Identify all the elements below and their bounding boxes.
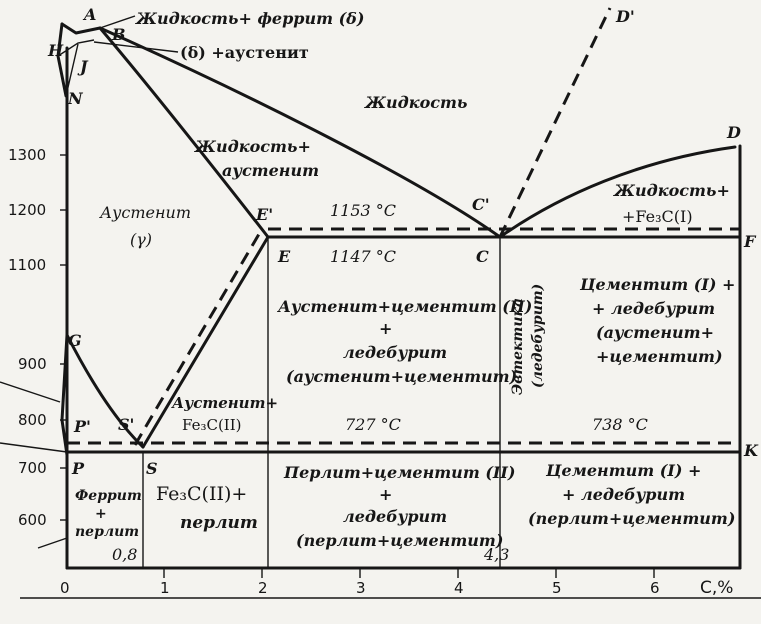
leader-liquid-ferrite (99, 15, 136, 29)
delta-solidus-line (56, 22, 68, 98)
region-aus-cem-led-4: (аустенит+цементит) (286, 367, 517, 386)
region-eutectic-1: Эвтектика (510, 298, 526, 395)
gp-line (60, 333, 69, 457)
region-austenite-2: (γ) (130, 230, 152, 249)
y-tick-label-1100: 1100 (8, 256, 46, 274)
region-aus-fe3c-2: Fe₃C(II) (182, 416, 242, 434)
left-leader-upper (0, 381, 61, 403)
y-tick-label-700: 700 (18, 459, 47, 477)
region-cem1-led-lower-2: + ледебурит (562, 485, 685, 504)
liquidus-cementite-line (498, 145, 737, 239)
point-a: A (82, 5, 96, 24)
liquidus-line (60, 22, 502, 239)
region-labels: Жидкость+ феррит (δ) (δ) +аустенит Жидко… (75, 9, 735, 550)
point-e: E (277, 247, 291, 266)
region-liquid-cementite-2: +Fe₃C(I) (622, 207, 693, 226)
point-k: K (743, 441, 759, 460)
temperature-labels: 1153 °C 1147 °C 727 °C 738 °C (330, 201, 648, 434)
region-aus-fe3c-1: Аустенит+ (171, 394, 278, 412)
point-f: F (743, 232, 757, 251)
region-liquid: Жидкость (364, 93, 467, 112)
region-cem1-led-upper-2: + ледебурит (592, 299, 715, 318)
leader-delta-austenite (93, 41, 179, 53)
temp-727: 727 °C (345, 415, 401, 434)
region-cem1-led-upper-3: (аустенит+ (596, 323, 714, 342)
region-ferrite-pearlite-2: + (95, 506, 107, 522)
region-liquid-austenite-2: аустенит (222, 161, 319, 180)
point-g: G (68, 331, 82, 350)
x-tick-label-1: 1 (160, 579, 170, 597)
point-d: D (726, 123, 741, 142)
region-aus-cem-led-3: ледебурит (343, 343, 447, 362)
y-tick-label-600: 600 (18, 511, 47, 529)
region-liquid-ferrite: Жидкость+ феррит (δ) (135, 9, 364, 28)
axis-labels: 1300 1200 1100 900 800 700 600 0 1 2 3 4… (8, 146, 733, 598)
region-pearlite-cem-led-4: (перлит+цементит) (296, 531, 503, 550)
region-pearlite-cem-led-2: + (379, 485, 392, 504)
region-aus-cem-led-1: Аустенит+цементит (II) (277, 297, 532, 316)
composition-0-8-label: 0,8 (112, 545, 137, 564)
es-graphite-dashed-line (133, 228, 264, 446)
cd-graphite-dashed-line (498, 7, 612, 238)
es-line (141, 235, 270, 449)
point-h: H (47, 41, 64, 60)
region-pearlite-cem-led-1: Перлит+цементит (II) (283, 463, 515, 482)
region-fe3c-pearlite-1: Fe₃C(II)+ (156, 483, 247, 505)
point-c-prime: C' (472, 195, 490, 214)
point-e-prime: E' (255, 205, 273, 224)
temp-1153: 1153 °C (330, 201, 396, 220)
left-leader-middle (0, 442, 68, 453)
y-tick-label-900: 900 (18, 355, 47, 373)
jn-line (65, 43, 79, 97)
x-tick-label-3: 3 (356, 579, 366, 597)
point-s-prime: S' (118, 415, 134, 434)
region-ferrite-pearlite-1: Феррит (75, 488, 142, 504)
region-cem1-led-upper-1: Цементит (I) + (579, 275, 735, 294)
point-p-prime: P' (73, 417, 91, 436)
region-liquid-austenite-1: Жидкость+ (194, 137, 311, 156)
temp-1147: 1147 °C (330, 247, 396, 266)
x-tick-label-6: 6 (650, 579, 660, 597)
region-cem1-led-upper-4: +цементит) (596, 347, 723, 366)
x-tick-label-4: 4 (454, 579, 464, 597)
composition-4-3-label: 4,3 (483, 545, 509, 564)
region-liquid-cementite-1: Жидкость+ (613, 181, 730, 200)
region-austenite-1: Аустенит (99, 203, 191, 222)
region-cem1-led-lower-3: (перлит+цементит) (528, 509, 735, 528)
region-fe3c-pearlite-2: перлит (180, 513, 258, 533)
point-c: C (476, 247, 489, 266)
x-tick-label-5: 5 (552, 579, 562, 597)
x-origin-label: 0 (60, 579, 70, 597)
point-d-prime: D' (615, 7, 635, 26)
y-tick-label-1200: 1200 (8, 201, 46, 219)
y-tick-label-800: 800 (18, 411, 47, 429)
point-labels: A B H J N D' D E' E C' C F G P' S' P S K (47, 5, 759, 478)
temp-738: 738 °C (592, 415, 648, 434)
region-ferrite-pearlite-3: перлит (75, 524, 139, 540)
y-tick-label-1300: 1300 (8, 146, 46, 164)
x-tick-label-2: 2 (258, 579, 268, 597)
point-b: B (111, 25, 126, 44)
point-j: J (77, 57, 89, 76)
point-p: P (71, 459, 85, 478)
point-n: N (67, 89, 84, 108)
region-delta-austenite: (δ) +аустенит (180, 43, 309, 62)
region-aus-cem-led-2: + (379, 319, 392, 338)
solidus-line (98, 26, 270, 239)
phase-lines (56, 7, 742, 568)
htj-line (57, 39, 95, 57)
region-pearlite-cem-led-3: ледебурит (343, 507, 447, 526)
x-unit-label: C,% (700, 578, 733, 598)
left-leader-lower (37, 537, 68, 549)
region-cem1-led-lower-1: Цементит (I) + (545, 461, 701, 480)
gs-line (65, 333, 145, 449)
point-s: S (146, 459, 158, 478)
region-eutectic-2: (ледебурит) (530, 284, 546, 388)
